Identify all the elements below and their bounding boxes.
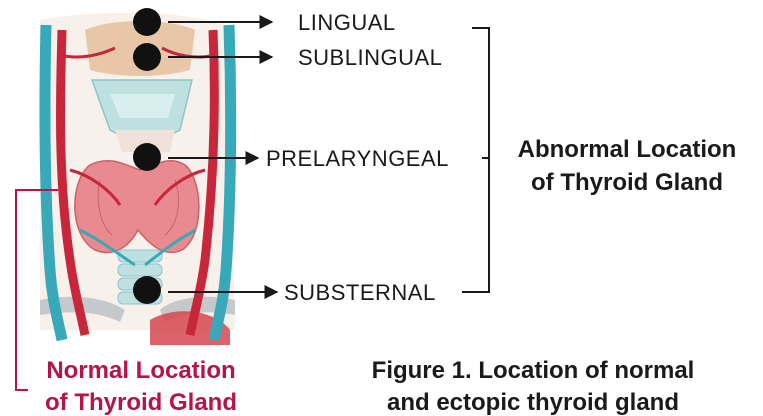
figure-caption-line2: and ectopic thyroid gland (387, 389, 679, 416)
lingual-dot (133, 8, 161, 36)
normal-location-title-line2: of Thyroid Gland (45, 389, 237, 416)
sublingual-label: SUBLINGUAL (298, 45, 442, 70)
abnormal-bracket (462, 28, 489, 292)
substernal-dot (133, 276, 161, 304)
prelaryngeal-label: PRELARYNGEAL (266, 146, 449, 171)
substernal-label: SUBSTERNAL (284, 280, 436, 305)
abnormal-location-title-line2: of Thyroid Gland (531, 169, 723, 196)
prelaryngeal-dot (133, 143, 161, 171)
lingual-label: LINGUAL (298, 10, 396, 35)
sublingual-dot (133, 43, 161, 71)
figure-caption-line1: Figure 1. Location of normal (372, 357, 695, 384)
normal-location-title-line1: Normal Location (46, 357, 235, 384)
abnormal-location-title-line1: Abnormal Location (518, 136, 737, 163)
